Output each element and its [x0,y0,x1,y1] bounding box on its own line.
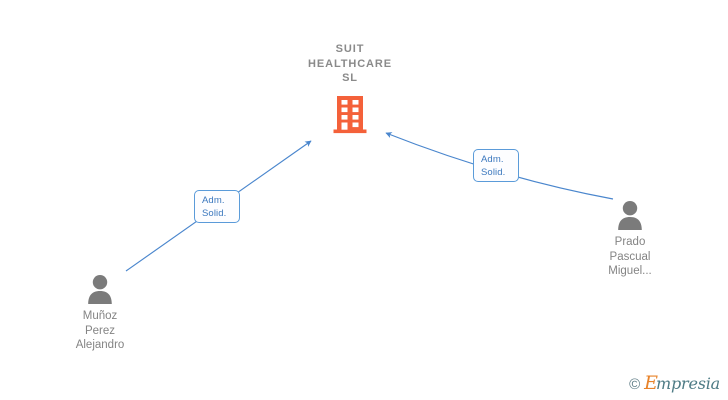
brand-name: Empresia [644,374,720,394]
person-icon [618,201,642,230]
company-title: SUIT HEALTHCARE SL [308,43,392,84]
copyright-icon: © [629,375,641,393]
edge-label-right[interactable]: Adm. Solid. [473,149,519,182]
brand-rest: mpresia [656,374,720,393]
person-node-left[interactable]: Muñoz Perez Alejandro [40,274,160,353]
building-icon [333,95,367,133]
edge-label-left[interactable]: Adm. Solid. [194,190,240,223]
person-label-left: Muñoz Perez Alejandro [75,310,125,351]
watermark: © Empresia [629,374,720,394]
person-node-right[interactable]: Prado Pascual Miguel... [570,200,690,279]
brand-initial: E [644,372,658,394]
person-icon [88,275,112,304]
person-label-right: Prado Pascual Miguel... [608,236,652,277]
company-node[interactable]: SUIT HEALTHCARE SL [288,42,412,134]
